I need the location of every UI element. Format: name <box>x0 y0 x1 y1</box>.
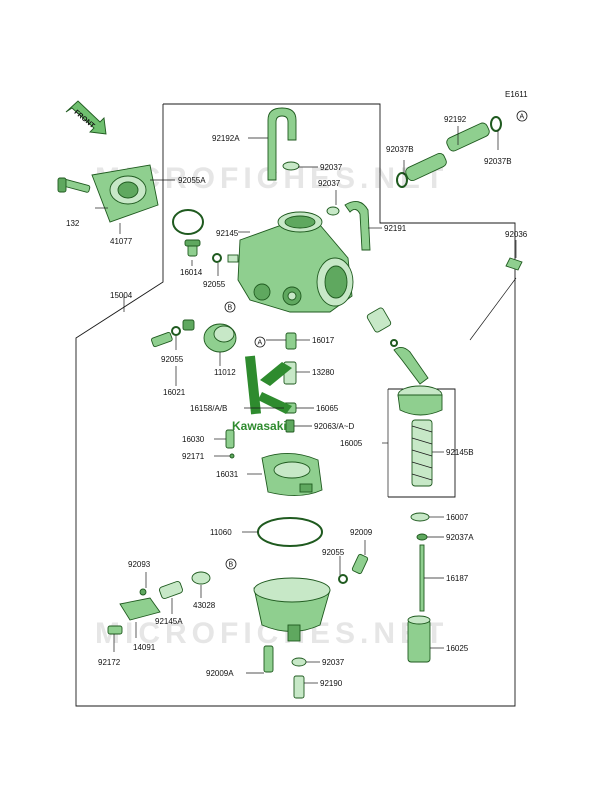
label-92055-a: 92055 <box>203 280 226 289</box>
cap-11012 <box>203 323 237 353</box>
float-16031 <box>261 453 323 496</box>
hose-92192 <box>396 116 502 188</box>
clip-92171 <box>229 453 235 459</box>
gasket-11060 <box>257 517 323 547</box>
washer-43028 <box>191 571 211 585</box>
screw-92009 <box>351 553 369 575</box>
label-132: 132 <box>66 219 80 228</box>
label-92093: 92093 <box>128 560 151 569</box>
label-11060: 11060 <box>210 528 232 537</box>
svg-text:A: A <box>520 114 525 121</box>
label-16031: 16031 <box>216 470 239 479</box>
label-16065: 16065 <box>316 404 339 413</box>
lever-14091 <box>119 597 161 621</box>
label-92037-bot: 92037 <box>322 658 345 667</box>
label-13280: 13280 <box>312 368 335 377</box>
label-41077: 41077 <box>110 237 133 246</box>
hose-92191 <box>344 201 371 251</box>
label-92037B-2: 92037B <box>484 157 512 166</box>
label-92145A: 92145A <box>155 617 183 626</box>
carburetor-body <box>237 211 354 313</box>
label-92063: 92063/A~D <box>314 422 354 431</box>
label-92036: 92036 <box>505 230 528 239</box>
part-92036 <box>505 257 523 271</box>
label-16007: 16007 <box>446 513 469 522</box>
assembly-frame <box>75 103 516 707</box>
label-92055-c: 92055 <box>322 548 345 557</box>
label-92190: 92190 <box>320 679 343 688</box>
label-92055-b: 92055 <box>161 355 184 364</box>
clip-92037-b <box>326 206 340 216</box>
ref-marker-a-mid: A <box>254 336 266 348</box>
float-bowl <box>253 577 331 642</box>
clip-92037-bot <box>291 657 307 667</box>
spring-92145b <box>411 419 433 487</box>
label-92171: 92171 <box>182 452 205 461</box>
ref-marker-a-top: A <box>516 110 528 122</box>
label-92037B-1: 92037B <box>386 145 414 154</box>
label-16158: 16158/A/B <box>190 404 227 413</box>
tube-92190 <box>293 675 305 699</box>
clip-92037-top <box>282 161 300 171</box>
svg-text:B: B <box>229 562 234 569</box>
label-16187: 16187 <box>446 574 469 583</box>
ref-marker-b-low: B <box>225 558 237 570</box>
label-14091: 14091 <box>133 643 156 652</box>
svg-text:A: A <box>258 340 263 347</box>
bolt-132 <box>57 177 91 193</box>
label-92192: 92192 <box>444 115 467 124</box>
label-92037A: 92037A <box>446 533 474 542</box>
tube-16025 <box>407 615 431 663</box>
ref-marker-b-mid: B <box>224 301 236 313</box>
label-15004: 15004 <box>110 291 133 300</box>
part-92093 <box>139 588 147 596</box>
diagram-code: E1611 <box>505 90 528 99</box>
intake-adapter-41077 <box>91 164 159 223</box>
label-16030: 16030 <box>182 435 205 444</box>
label-92145B: 92145B <box>446 448 474 457</box>
label-16017: 16017 <box>312 336 335 345</box>
clip-92037a <box>416 533 428 541</box>
label-92009A: 92009A <box>206 669 234 678</box>
oring-92055-c <box>338 574 348 584</box>
label-92037-b: 92037 <box>318 179 341 188</box>
label-16021: 16021 <box>163 388 186 397</box>
svg-text:B: B <box>228 305 233 312</box>
part-16007 <box>410 512 430 522</box>
oring-92055-a <box>212 253 222 263</box>
label-92192A: 92192A <box>212 134 240 143</box>
label-16005: 16005 <box>340 439 363 448</box>
label-92055A: 92055A <box>178 176 206 185</box>
jet-16017 <box>285 332 297 350</box>
label-11012: 11012 <box>214 368 236 377</box>
hose-92192a <box>267 107 297 181</box>
screw-16021 <box>151 319 195 348</box>
leader-lines <box>95 126 517 684</box>
front-arrow-icon: FRONT <box>65 100 107 135</box>
part-labels: 92192A 92037 92037 92191 92055A 132 4107… <box>66 115 528 688</box>
label-92009: 92009 <box>350 528 373 537</box>
brand-logo-text: Kawasaki <box>232 419 287 433</box>
needle-16187 <box>419 544 425 612</box>
jet-92063 <box>285 419 295 433</box>
screw-92009a <box>263 645 274 673</box>
label-92145: 92145 <box>216 229 239 238</box>
oring-92055a <box>172 209 204 235</box>
throttle-assembly-16005 <box>366 307 443 416</box>
spring-92145a <box>159 580 183 600</box>
kawasaki-logo: Kawasaki <box>232 355 292 433</box>
screw-16014 <box>184 239 201 257</box>
label-92037-top: 92037 <box>320 163 343 172</box>
label-16025: 16025 <box>446 644 469 653</box>
label-92191: 92191 <box>384 224 407 233</box>
label-43028: 43028 <box>193 601 216 610</box>
screw-92172 <box>107 625 123 635</box>
spring-92145 <box>227 254 239 263</box>
label-16014: 16014 <box>180 268 203 277</box>
label-92172: 92172 <box>98 658 121 667</box>
